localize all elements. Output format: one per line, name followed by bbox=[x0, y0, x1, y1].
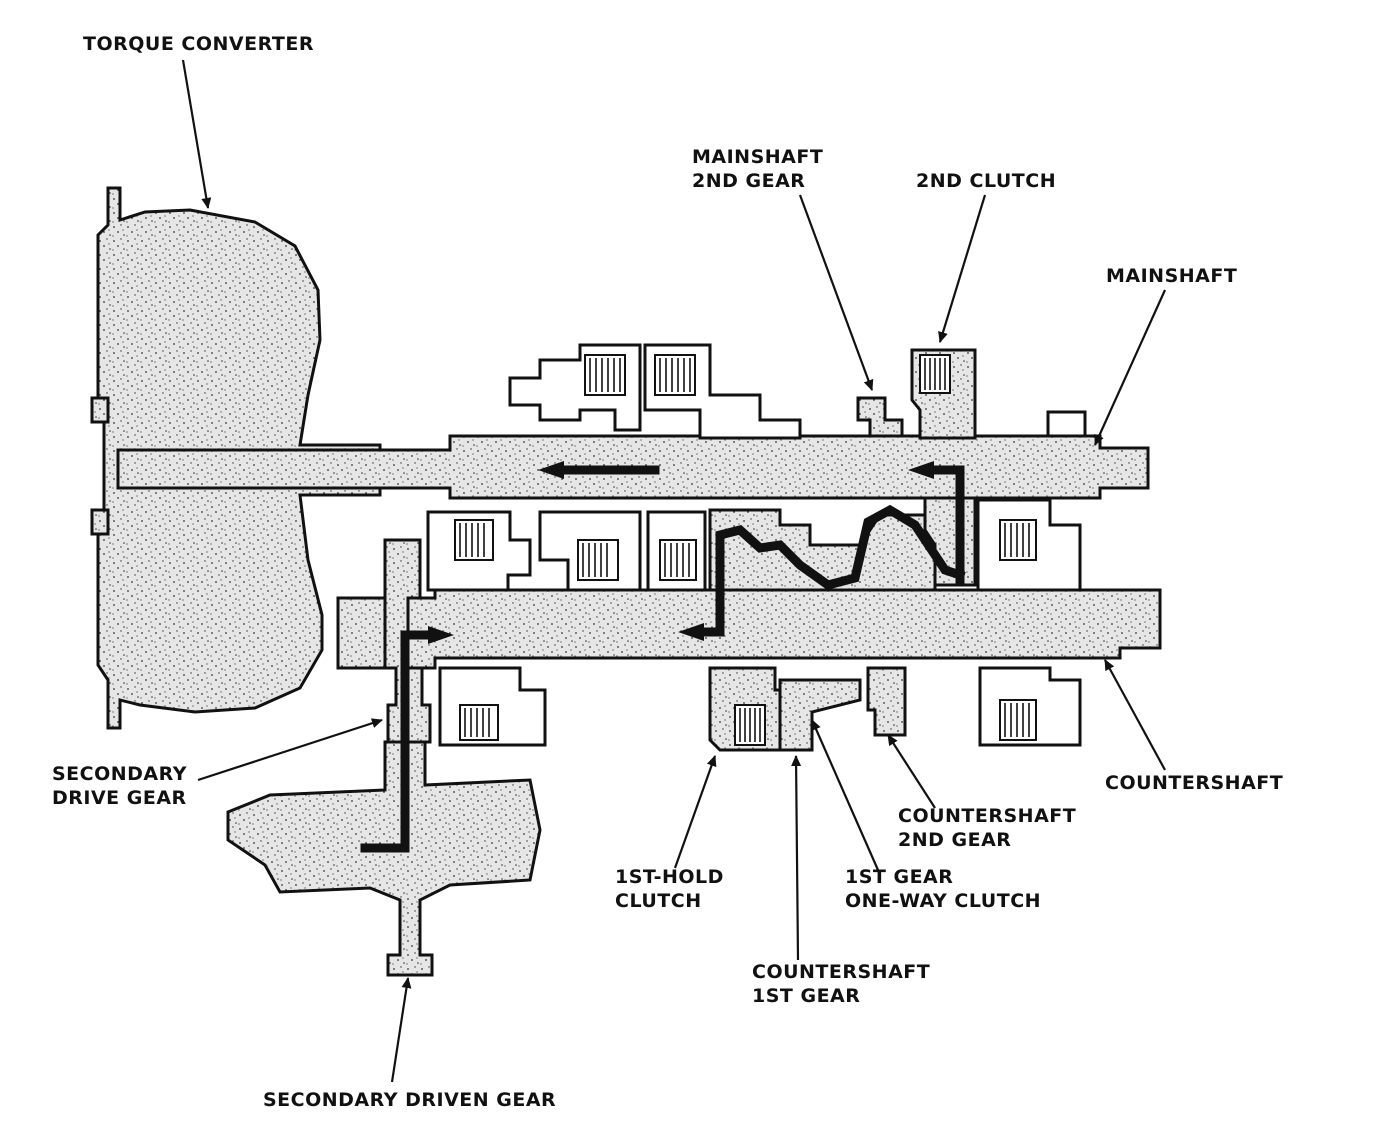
label-countershaft-2nd-gear-line2: 2ND GEAR bbox=[898, 829, 1012, 851]
leader-1st-gear-one-way-clutch bbox=[810, 719, 880, 871]
label-mainshaft-2nd-gear-line1: MAINSHAFT bbox=[692, 146, 824, 168]
countershaft-1st-gear-shape bbox=[778, 678, 862, 752]
label-mainshaft: MAINSHAFT bbox=[1106, 265, 1238, 287]
label-2nd-clutch: 2ND CLUTCH bbox=[916, 170, 1057, 192]
leader-1st-hold-clutch bbox=[673, 755, 717, 869]
lower-left-clutch-discs bbox=[459, 704, 499, 741]
label-1st-gear-one-way-clutch-line1: 1ST GEAR bbox=[845, 866, 954, 888]
label-secondary-driven-gear: SECONDARY DRIVEN GEAR bbox=[263, 1089, 557, 1111]
label-countershaft: COUNTERSHAFT bbox=[1105, 772, 1284, 794]
first-hold-clutch-discs bbox=[734, 704, 766, 746]
lower-clutch-discs-a bbox=[454, 519, 494, 561]
upper-clutch-discs-left bbox=[584, 354, 626, 396]
label-1st-gear-one-way-clutch-line2: ONE-WAY CLUTCH bbox=[845, 890, 1042, 912]
label-1st-hold-clutch-line1: 1ST-HOLD bbox=[615, 866, 724, 888]
label-countershaft-1st-gear-line1: COUNTERSHAFT bbox=[752, 961, 931, 983]
countershaft-body bbox=[336, 588, 1162, 670]
leader-mainshaft-2nd-gear bbox=[798, 194, 874, 391]
leader-secondary-drive-gear bbox=[197, 718, 383, 782]
label-1st-hold-clutch-line2: CLUTCH bbox=[615, 890, 702, 912]
leader-2nd-clutch bbox=[938, 194, 987, 343]
power-flow-1st-gear bbox=[908, 461, 965, 585]
lower-right-clutch-discs bbox=[999, 699, 1037, 741]
upper-clutch-discs-mid bbox=[654, 354, 696, 396]
label-mainshaft-2nd-gear-line2: 2ND GEAR bbox=[692, 170, 806, 192]
lower-clutch-discs-b bbox=[577, 539, 619, 581]
label-torque-converter: TORQUE CONVERTER bbox=[83, 33, 314, 55]
leader-countershaft-1st-gear bbox=[791, 755, 802, 961]
mainshaft-end-bearing bbox=[1046, 410, 1087, 438]
label-secondary-drive-gear-line2: DRIVE GEAR bbox=[52, 787, 187, 809]
converter-lug-bottom bbox=[90, 508, 110, 536]
secondary-driven-gear bbox=[226, 740, 542, 977]
lower-clutch-discs-c bbox=[659, 539, 697, 581]
countershaft-2nd-gear-shape bbox=[866, 666, 907, 737]
mainshaft-2nd-gear-shape bbox=[856, 396, 904, 438]
leader-mainshaft bbox=[1093, 289, 1167, 446]
leader-secondary-driven-gear bbox=[390, 977, 412, 1083]
label-secondary-drive-gear-line1: SECONDARY bbox=[52, 763, 187, 785]
right-clutch-discs-upper bbox=[999, 519, 1037, 561]
second-clutch-discs bbox=[919, 354, 951, 394]
power-flow-loop bbox=[695, 504, 966, 637]
leader-countershaft bbox=[1104, 659, 1166, 771]
label-countershaft-1st-gear-line2: 1ST GEAR bbox=[752, 985, 861, 1007]
leader-countershaft-2nd-gear bbox=[887, 734, 936, 809]
label-countershaft-2nd-gear-line1: COUNTERSHAFT bbox=[898, 805, 1077, 827]
converter-lug-top bbox=[90, 396, 110, 424]
leader-torque-converter bbox=[181, 59, 212, 209]
